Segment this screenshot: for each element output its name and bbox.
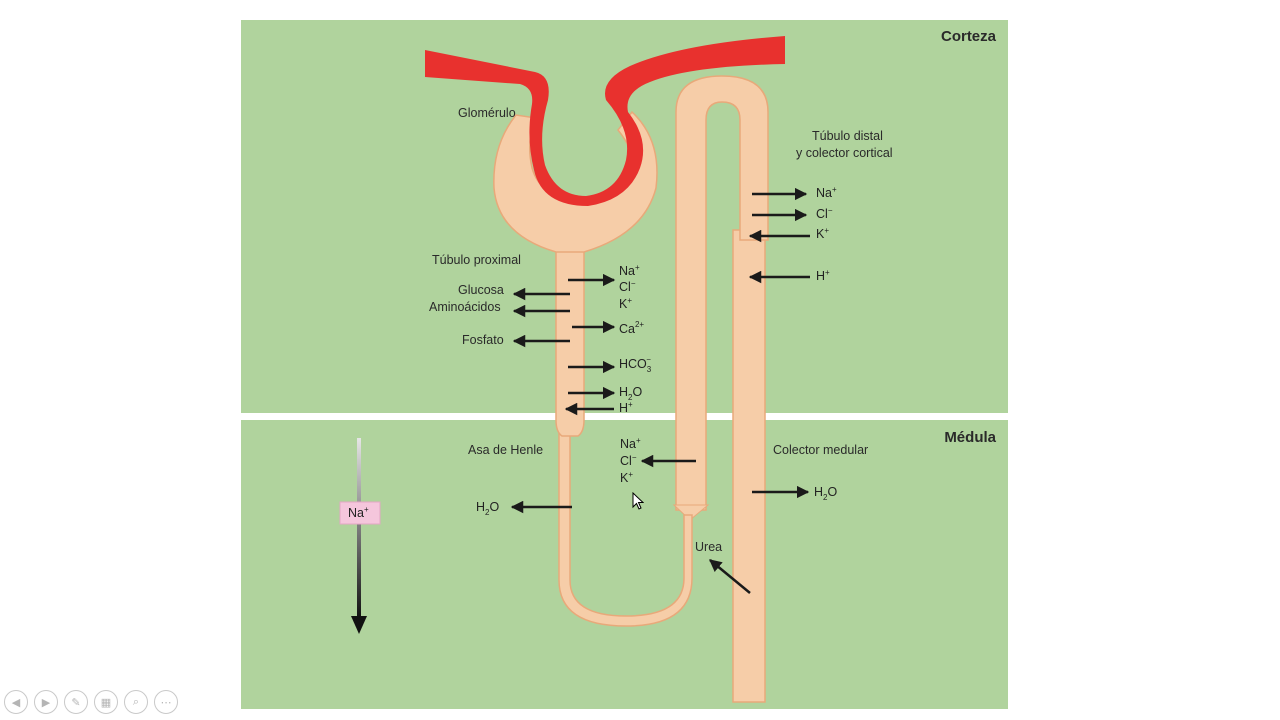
distal-cl-ion: Cl−	[816, 206, 833, 221]
henle-k-ion: K+	[620, 470, 633, 485]
distal-tubule-neck	[672, 504, 710, 521]
loop-of-henle	[558, 429, 693, 627]
distal-tubule-label-1: Túbulo distal	[812, 129, 883, 143]
henle-cl-ion: Cl−	[620, 453, 637, 468]
loop-of-henle-label: Asa de Henle	[468, 443, 543, 457]
proximal-h-ion: H+	[619, 400, 633, 415]
sodium-gradient-arrowhead	[351, 616, 367, 634]
previous-icon[interactable]: ◀	[4, 690, 28, 714]
sodium-gradient-label: Na+	[348, 505, 369, 520]
distal-h-ion: H+	[816, 268, 830, 283]
pen-icon[interactable]: ✎	[64, 690, 88, 714]
proximal-k-ion: K+	[619, 296, 632, 311]
proximal-tubule	[555, 249, 585, 437]
sodium-gradient-bar	[357, 438, 361, 618]
medulla-arrows	[510, 454, 810, 594]
player-controls: ◀ ▶ ✎ ▦ ⌕ ⋯	[4, 688, 178, 716]
distal-tubule	[675, 75, 769, 511]
glucose-label: Glucosa	[458, 283, 504, 297]
glomerulus-label: Glomérulo	[458, 106, 516, 120]
proximal-h2o-ion: H2O	[619, 385, 642, 402]
amino-acids-label: Aminoácidos	[429, 300, 501, 314]
proximal-arrows	[512, 273, 616, 416]
distal-k-ion: K+	[816, 226, 829, 241]
proximal-hco3-ion: HCO3−	[619, 355, 652, 374]
zoom-icon[interactable]: ⌕	[124, 690, 148, 714]
medulla-title: Médula	[944, 429, 996, 446]
slides-icon[interactable]: ▦	[94, 690, 118, 714]
medulla-region	[241, 420, 1008, 709]
glomerulus-vessel	[425, 36, 785, 206]
cortex-medulla-divider	[241, 413, 1008, 420]
collecting-duct	[732, 229, 766, 703]
phosphate-label: Fosfato	[462, 333, 504, 347]
distal-na-ion: Na+	[816, 185, 837, 200]
proximal-ca-ion: Ca2+	[619, 320, 644, 336]
proximal-na-ion: Na+	[619, 263, 640, 278]
collector-h2o-ion: H2O	[814, 485, 837, 502]
arrow-urea	[709, 559, 751, 594]
distal-tubule-label-2: y colector cortical	[796, 146, 893, 160]
proximal-cl-ion: Cl−	[619, 279, 636, 294]
proximal-tubule-label: Túbulo proximal	[432, 253, 521, 267]
henle-na-ion: Na+	[620, 436, 641, 451]
urea-label: Urea	[695, 540, 722, 554]
cortex-title: Corteza	[941, 28, 997, 45]
distal-arrows	[748, 187, 810, 284]
sodium-gradient-badge	[339, 501, 381, 525]
next-icon[interactable]: ▶	[34, 690, 58, 714]
more-icon[interactable]: ⋯	[154, 690, 178, 714]
mouse-cursor-icon	[632, 492, 644, 510]
medullary-collector-label: Colector medular	[773, 443, 868, 457]
sodium-gradient: Na+	[339, 438, 381, 634]
henle-h2o-ion: H2O	[476, 500, 499, 517]
